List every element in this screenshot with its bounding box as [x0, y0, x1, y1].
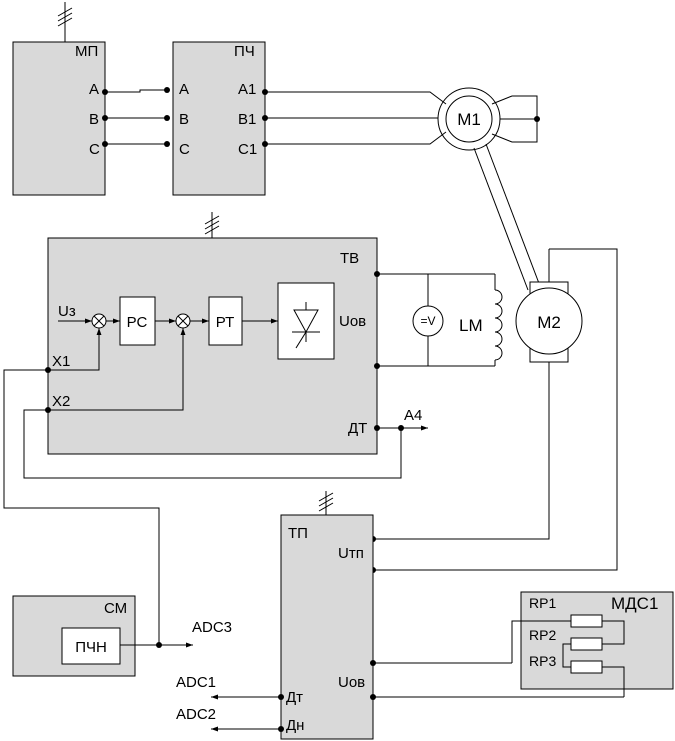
dt-output: A4: [374, 407, 428, 431]
mds1-title: МДС1: [611, 594, 658, 613]
pch-in-b-label: B: [179, 111, 189, 128]
tv-x2-label: X2: [52, 393, 70, 410]
tv-uz-label: Uз: [58, 303, 76, 320]
mp-pin-a-label: A: [89, 81, 99, 98]
shaft-coupling: [473, 143, 541, 291]
m2-label: M2: [537, 313, 561, 332]
adc3-output: ADC3: [120, 619, 232, 648]
tp-dt-label: Дт: [286, 689, 303, 706]
mp-block: МП A B C: [12, 41, 106, 196]
mp-supply-bus: [57, 2, 73, 42]
tp-dn-label: Дн: [286, 717, 304, 734]
mp-title: МП: [75, 43, 98, 60]
pch-out-a1-label: A1: [238, 81, 256, 98]
sum-junction-1: [91, 313, 107, 329]
rp1-resistor: [570, 614, 603, 628]
tv-uov-label: Uов: [339, 313, 366, 330]
adc1-label: ADC1: [176, 674, 216, 691]
m2-motor: M2: [515, 281, 583, 363]
adc2-label: ADC2: [176, 706, 216, 723]
adc3-label: ADC3: [192, 619, 232, 636]
rp3-resistor: [570, 660, 603, 674]
pch-block: ПЧ A B C A1 B1 C1: [172, 41, 266, 196]
tv-block: ТВ Uз РС РТ: [47, 237, 378, 455]
sm-title: СМ: [104, 600, 127, 617]
tp-uov-label: Uов: [338, 674, 365, 691]
pch-out-c1-label: C1: [238, 141, 257, 158]
rp3-label: RP3: [529, 653, 556, 669]
thyristor-converter: [277, 282, 335, 360]
tp-utp-label: Uтп: [338, 545, 364, 562]
voltmeter: [412, 305, 444, 337]
pch-in-c-label: C: [179, 141, 190, 158]
rp1-label: RP1: [529, 595, 556, 611]
x1-to-adc3-wire: [3, 369, 160, 645]
mp-pch-wires: [102, 87, 170, 147]
pchn-label: ПЧН: [75, 639, 107, 656]
rs-regulator: [119, 296, 156, 346]
mp-pin-c-label: C: [89, 141, 100, 158]
tv-supply-bus: [204, 212, 220, 238]
pch-m1-wires: [262, 89, 447, 147]
mp-pin-b-label: B: [89, 111, 99, 128]
rp2-label: RP2: [529, 627, 556, 643]
tp-title: ТП: [288, 525, 308, 542]
pch-title: ПЧ: [234, 43, 255, 60]
voltmeter-label: =V: [420, 314, 435, 328]
rp2-resistor: [570, 637, 603, 651]
a4-label: A4: [404, 407, 422, 424]
sm-block: СМ ПЧН: [12, 595, 136, 677]
m1-label: M1: [457, 110, 481, 129]
pchn-box: [61, 627, 121, 665]
field-circuit: =V LM: [374, 271, 503, 369]
tv-dt-label: ДТ: [348, 420, 367, 437]
pch-in-a-label: A: [179, 81, 189, 98]
tv-title: ТВ: [340, 250, 359, 267]
tp-adc-outputs: ADC1 ADC2: [176, 674, 284, 732]
pch-out-b1-label: B1: [238, 111, 256, 128]
tp-mds1-wires: [370, 660, 624, 700]
tp-block: ТП Uтп Uов Дт Дн: [280, 514, 374, 740]
tv-x1-label: X1: [52, 353, 70, 370]
sum-junction-2: [175, 313, 191, 329]
lm-label: LM: [459, 316, 483, 335]
rs-label: РС: [127, 314, 148, 331]
mds1-block: МДС1 RP1 RP2 RP3: [511, 591, 674, 697]
m1-motor: M1: [437, 87, 540, 151]
a4-loop-wire: [23, 409, 402, 479]
rt-label: РТ: [216, 314, 235, 331]
tp-supply-bus: [318, 491, 334, 515]
